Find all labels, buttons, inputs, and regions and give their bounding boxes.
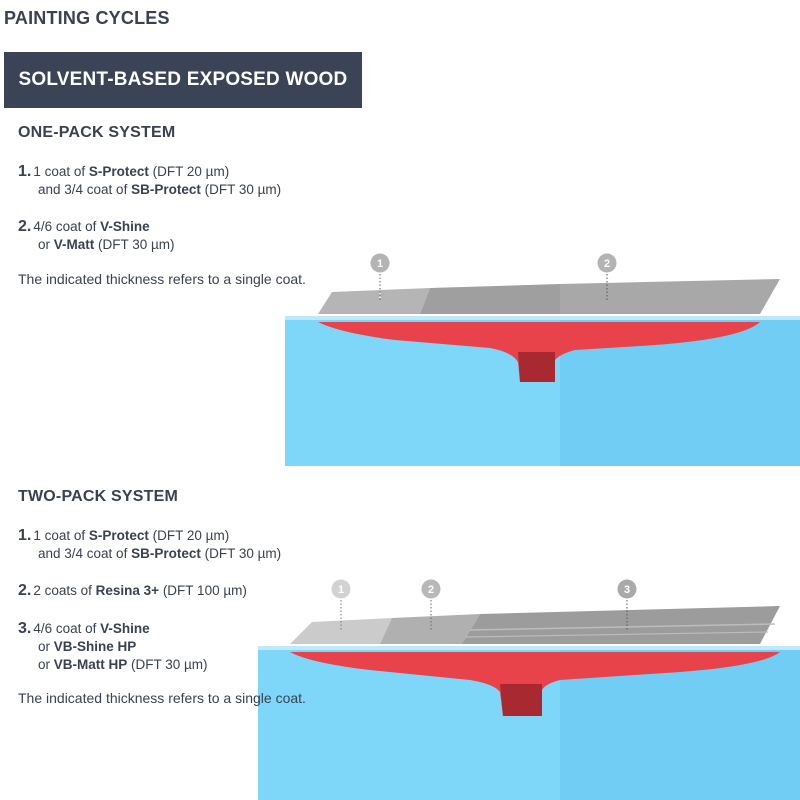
two-pack-diagram: 1 2 3 <box>258 579 800 800</box>
product-name: V-Shine <box>100 219 150 234</box>
step-line: 1 coat of S-Protect (DFT 20 µm) <box>33 164 229 179</box>
marker-2-circle <box>597 253 617 273</box>
marker-1-label: 1 <box>377 258 383 270</box>
step-line: or VB-Matt HP (DFT 30 µm) <box>38 657 208 672</box>
marker-2-circle <box>421 579 441 599</box>
marker-3-label: 3 <box>624 584 630 596</box>
step-text: 1 coat of <box>33 528 89 543</box>
product-name: V-Matt <box>53 237 95 252</box>
step-number: 3. <box>18 620 32 637</box>
step-text: 1 coat of <box>33 164 89 179</box>
deck-coat-1 <box>318 288 430 314</box>
step-text: 4/6 coat of <box>33 219 101 234</box>
product-name: Resina 3+ <box>95 583 160 598</box>
page-title: PAINTING CYCLES <box>4 8 170 28</box>
step-line: 2 coats of Resina 3+ (DFT 100 µm) <box>33 583 247 598</box>
step-number: 1. <box>18 163 32 180</box>
step-number: 2. <box>18 582 32 599</box>
section-banner: SOLVENT-BASED EXPOSED WOOD <box>4 52 362 108</box>
waterline <box>258 646 800 650</box>
step-text: (DFT 20 µm) <box>148 164 230 179</box>
step-line: and 3/4 coat of SB-Protect (DFT 30 µm) <box>38 546 281 561</box>
keel <box>518 352 555 382</box>
deck-coat-2-right <box>560 279 780 314</box>
one-pack-title: ONE-PACK SYSTEM <box>18 124 176 141</box>
marker-1-label: 1 <box>338 584 344 596</box>
product-name: SB-Protect <box>131 182 201 197</box>
product-name: V-Shine <box>100 621 150 636</box>
step-text: and 3/4 coat of <box>38 546 132 561</box>
deck-coat-3 <box>462 606 780 644</box>
step-line: 4/6 coat of V-Shine <box>33 621 149 636</box>
step-text: or <box>38 237 54 252</box>
step-text: (DFT 100 µm) <box>159 583 247 598</box>
product-name: VB-Shine HP <box>53 639 137 654</box>
product-name: VB-Matt HP <box>53 657 128 672</box>
step-text: (DFT 30 µm) <box>200 546 282 561</box>
step-line: 1 coat of S-Protect (DFT 20 µm) <box>33 528 229 543</box>
step-text: (DFT 30 µm) <box>200 182 282 197</box>
marker-1-circle <box>331 579 351 599</box>
deck-coat-2 <box>420 284 560 314</box>
deck-coat-2 <box>380 614 480 644</box>
one-pack-diagram: 1 2 <box>285 253 800 466</box>
one-pack-step-2: 2.4/6 coat of V-Shine or V-Matt (DFT 30 … <box>18 218 175 254</box>
step-text: or <box>38 657 54 672</box>
product-name: SB-Protect <box>131 546 201 561</box>
two-pack-step-1: 1.1 coat of S-Protect (DFT 20 µm) and 3/… <box>18 527 281 563</box>
step-line: 4/6 coat of V-Shine <box>33 219 149 234</box>
waterline <box>285 316 800 320</box>
banner-label: SOLVENT-BASED EXPOSED WOOD <box>18 69 348 90</box>
step-number: 2. <box>18 218 32 235</box>
deck-stripe <box>465 631 769 638</box>
two-pack-note: The indicated thickness refers to a sing… <box>18 690 306 706</box>
step-text: or <box>38 639 54 654</box>
product-name: S-Protect <box>88 528 149 543</box>
two-pack-step-2: 2.2 coats of Resina 3+ (DFT 100 µm) <box>18 582 247 600</box>
marker-2-label: 2 <box>428 584 434 596</box>
step-line: or V-Matt (DFT 30 µm) <box>38 237 175 252</box>
step-text: (DFT 30 µm) <box>127 657 208 672</box>
one-pack-step-1: 1.1 coat of S-Protect (DFT 20 µm) and 3/… <box>18 163 281 199</box>
one-pack-note: The indicated thickness refers to a sing… <box>18 271 306 287</box>
step-line: and 3/4 coat of SB-Protect (DFT 30 µm) <box>38 182 281 197</box>
step-text: 2 coats of <box>33 583 96 598</box>
keel <box>500 684 542 716</box>
marker-1-circle <box>370 253 390 273</box>
marker-2-label: 2 <box>604 258 610 270</box>
two-pack-step-3: 3.4/6 coat of V-Shine or VB-Shine HP or … <box>18 620 208 674</box>
deck-stripe <box>469 623 776 631</box>
deck-coat-1 <box>290 618 392 644</box>
step-text: (DFT 30 µm) <box>94 237 175 252</box>
product-name: S-Protect <box>88 164 149 179</box>
step-number: 1. <box>18 527 32 544</box>
step-text: 4/6 coat of <box>33 621 101 636</box>
step-text: (DFT 20 µm) <box>148 528 230 543</box>
step-text: and 3/4 coat of <box>38 182 132 197</box>
two-pack-title: TWO-PACK SYSTEM <box>18 488 179 505</box>
marker-3-circle <box>617 579 637 599</box>
step-line: or VB-Shine HP <box>38 639 136 654</box>
